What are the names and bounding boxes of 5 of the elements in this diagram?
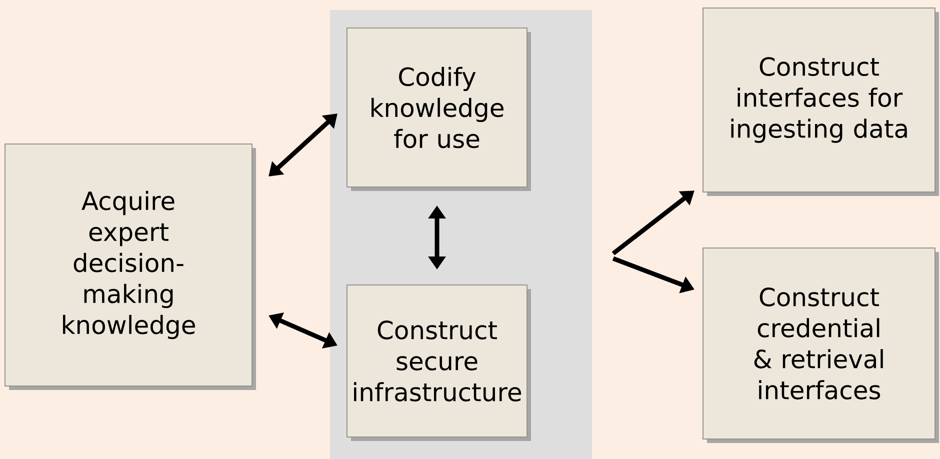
process-box: Acquire expert decision-making knowledge <box>4 144 256 390</box>
process-box: Construct secure infrastructure <box>346 284 531 441</box>
process-box: Construct credential & retrieval interfaces <box>702 248 939 443</box>
process-box: Codify knowledge for use <box>346 28 531 191</box>
process-box: Construct interfaces for ingesting data <box>702 8 939 196</box>
